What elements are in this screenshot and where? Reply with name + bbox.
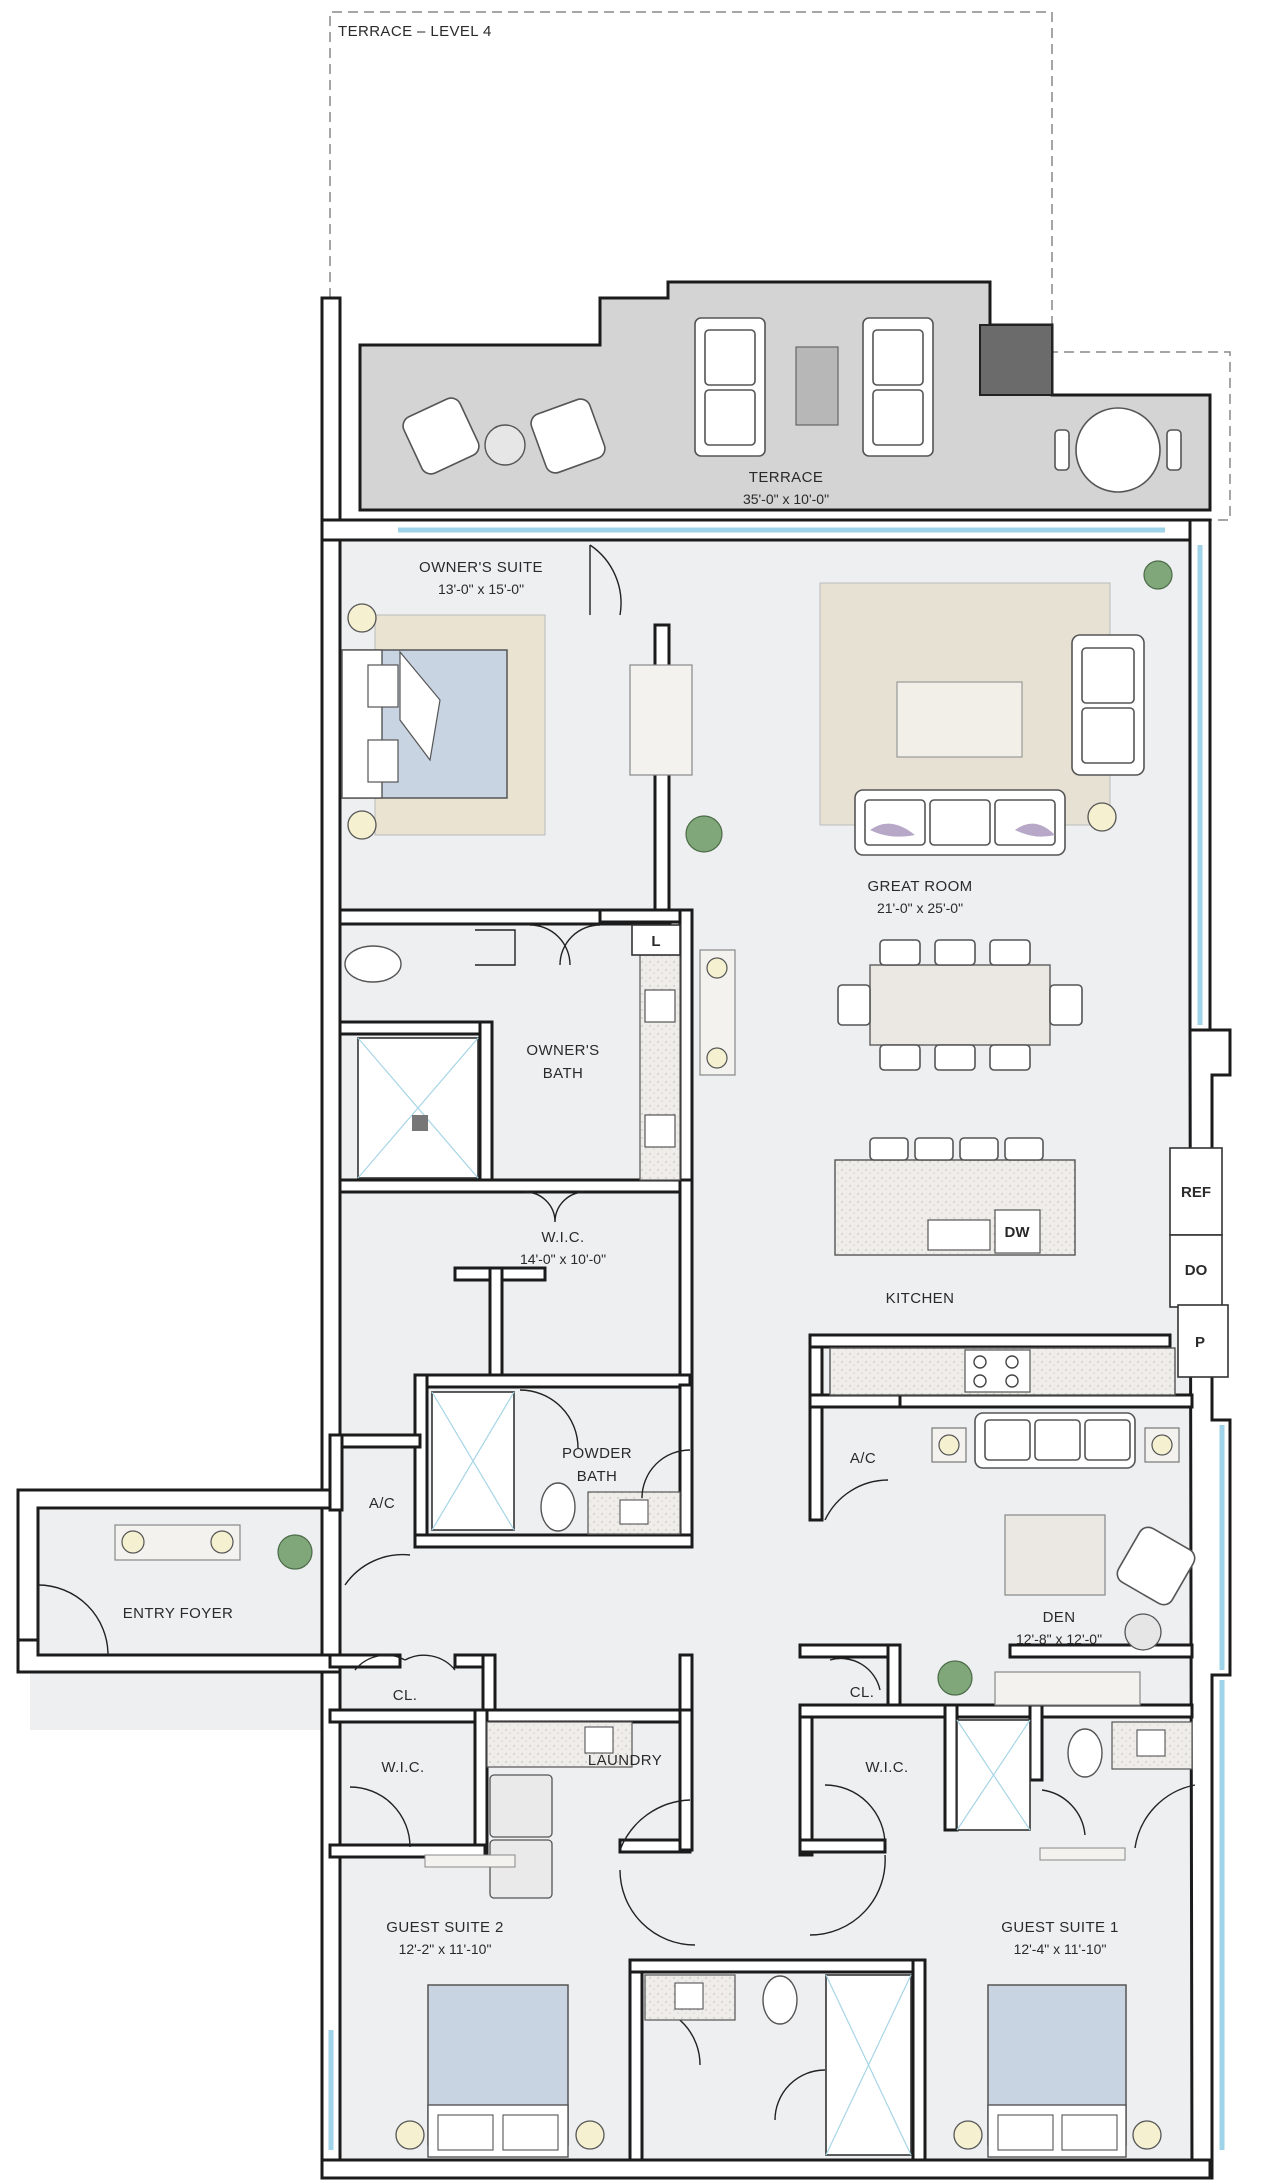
window-glazing — [328, 527, 1225, 2150]
toilet-icon — [1067, 1728, 1103, 1778]
tv-console — [629, 664, 693, 776]
guest-suite-1-label: GUEST SUITE 1 — [1001, 1919, 1118, 1936]
linen-closet-label: L — [651, 933, 660, 950]
powder-bath-fixtures — [431, 1389, 691, 1535]
terrace-size: 35'-0" x 10'-0" — [743, 491, 829, 507]
laundry-label: LAUNDRY — [588, 1752, 662, 1769]
interior-walls — [328, 623, 1194, 2162]
coffee-table — [896, 681, 1023, 758]
owners-bath-label-line1: OWNER'S — [526, 1042, 599, 1059]
terrace-area: TERRACE 35'-0" x 10'-0" — [358, 280, 1212, 512]
nightstand-lamp — [347, 603, 377, 633]
ac-left-label: A/C — [369, 1495, 395, 1512]
owners-suite-label: OWNER'S SUITE — [419, 559, 543, 576]
powder-bath-label-line2: BATH — [577, 1468, 618, 1485]
plant-icon — [937, 1660, 973, 1696]
plant-icon — [685, 815, 723, 853]
guest2-bath-fixtures — [644, 1974, 912, 2156]
guest-suite-1-size: 12'-4" x 11'-10" — [1014, 1941, 1107, 1957]
plant-icon — [1143, 560, 1173, 590]
refrigerator-label: REF — [1181, 1184, 1211, 1201]
guest-suite-1-furniture — [809, 1854, 1162, 2158]
owners-suite-door[interactable] — [589, 544, 622, 616]
double-oven-label: DO — [1185, 1262, 1208, 1279]
terrace-side-table — [484, 424, 526, 466]
exterior-walls — [16, 296, 1232, 2180]
wic-owner-label: W.I.C. — [541, 1229, 584, 1246]
ac-right-label: A/C — [850, 1450, 876, 1467]
pantry-label: P — [1195, 1334, 1205, 1351]
entry-foyer-furniture — [37, 1524, 313, 1656]
terrace-round-table — [1075, 407, 1161, 493]
washer-icon — [489, 1774, 553, 1838]
entry-door[interactable] — [37, 1584, 109, 1656]
guest-suite-2-furniture — [395, 1854, 701, 2158]
sink-icon — [927, 1219, 991, 1251]
den-chair — [1116, 1526, 1196, 1606]
owners-bath-fixtures: L — [344, 924, 681, 1181]
closet-left-label: CL. — [393, 1687, 418, 1704]
toilet-icon — [540, 1482, 576, 1532]
terrace-lounge-chair — [530, 398, 606, 474]
nightstand-lamp — [347, 810, 377, 840]
den-desk — [1004, 1514, 1106, 1596]
closet-right-label: CL. — [850, 1684, 875, 1701]
terrace-label: TERRACE — [749, 469, 823, 486]
wic-guest1-label: W.I.C. — [865, 1759, 908, 1776]
wic-owner-size: 14'-0" x 10'-0" — [520, 1251, 606, 1267]
kitchen-label: KITCHEN — [886, 1290, 955, 1307]
toilet-icon — [344, 945, 402, 983]
cooktop-icon — [964, 1349, 1031, 1393]
toilet-icon — [762, 1975, 798, 2025]
great-room-size: 21'-0" x 25'-0" — [877, 900, 963, 916]
dryer-icon — [489, 1839, 553, 1899]
den-label: DEN — [1043, 1609, 1076, 1626]
dishwasher-label: DW — [1005, 1224, 1031, 1241]
dining-table — [699, 939, 1083, 1076]
terrace-lounge-chair — [402, 397, 480, 475]
terrace-grill — [979, 324, 1053, 396]
owners-suite-bed — [341, 603, 693, 840]
guest1-bath-fixtures — [956, 1719, 1196, 1861]
den-size: 12'-8" x 12'-0" — [1016, 1631, 1102, 1647]
powder-bath-label-line1: POWDER — [562, 1445, 632, 1462]
owners-bath-label-line2: BATH — [543, 1065, 584, 1082]
den-furniture — [931, 1412, 1196, 1706]
kitchen-fixtures: DW REF DO P — [829, 1137, 1229, 1396]
terrace-coffee-table — [795, 346, 839, 426]
terrace-level-label: TERRACE – LEVEL 4 — [338, 23, 492, 40]
plant-icon — [277, 1534, 313, 1570]
great-room-label: GREAT ROOM — [867, 878, 972, 895]
guest-suite-2-size: 12'-2" x 11'-10" — [399, 1941, 492, 1957]
owners-suite-size: 13'-0" x 15'-0" — [438, 581, 524, 597]
guest-suite-2-label: GUEST SUITE 2 — [386, 1919, 503, 1936]
wic-guest2-label: W.I.C. — [381, 1759, 424, 1776]
great-room-furniture — [685, 560, 1173, 856]
entry-foyer-label: ENTRY FOYER — [123, 1605, 234, 1622]
